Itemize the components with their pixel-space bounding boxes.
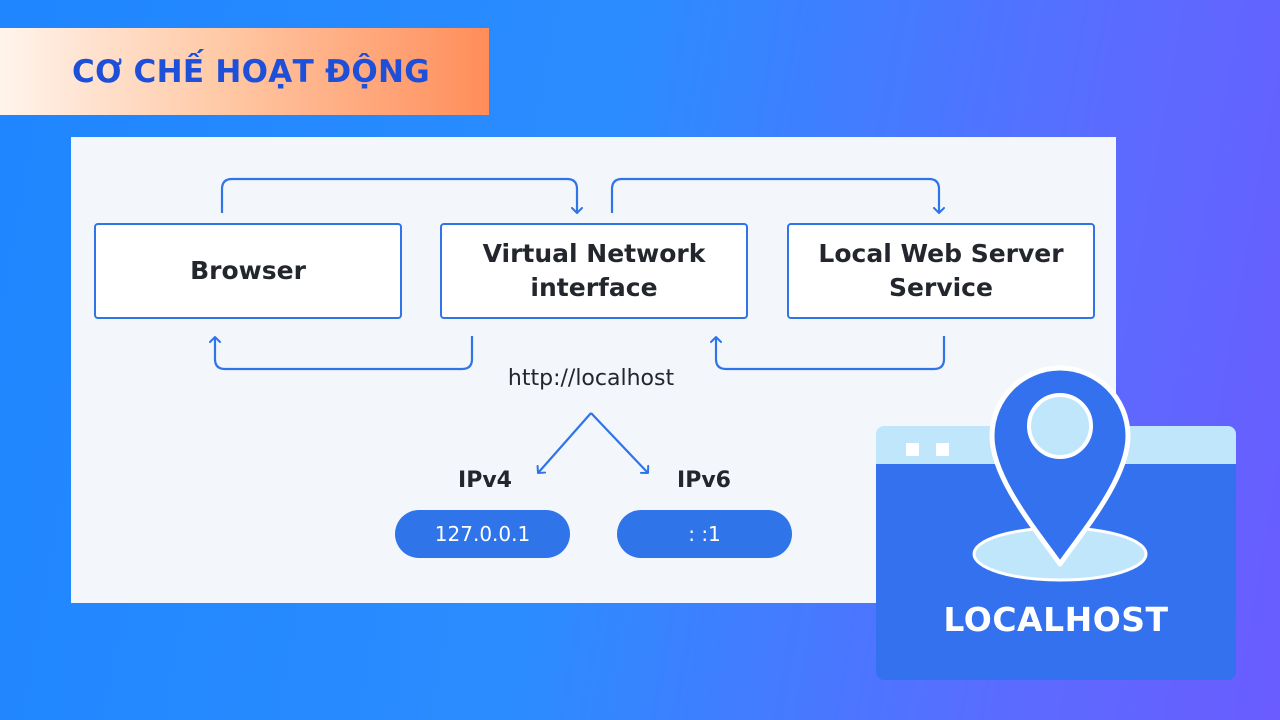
virtual-network-node: Virtual Network interface bbox=[440, 223, 748, 319]
browser-label: Browser bbox=[190, 256, 306, 285]
arrow-vni-to-browser bbox=[209, 336, 474, 371]
ipv6-label: IPv6 bbox=[677, 468, 731, 493]
page-title: CƠ CHẾ HOẠT ĐỘNG bbox=[72, 53, 431, 90]
virtual-network-label-line2: interface bbox=[530, 273, 658, 302]
browser-window-icon bbox=[876, 365, 1236, 680]
localhost-url: http://localhost bbox=[507, 366, 675, 391]
title-banner: CƠ CHẾ HOẠT ĐỘNG bbox=[0, 28, 489, 115]
ipv4-address-pill: 127.0.0.1 bbox=[395, 510, 570, 558]
location-pin-icon bbox=[989, 365, 1131, 567]
local-server-label-line1: Local Web Server bbox=[818, 239, 1064, 268]
arrow-to-ipv4 bbox=[536, 412, 592, 474]
local-server-node: Local Web Server Service bbox=[787, 223, 1095, 319]
diagram-panel: Browser Virtual Network interface Local … bbox=[71, 137, 1116, 603]
localhost-logo: LOCALHOST bbox=[860, 360, 1260, 700]
arrow-vni-to-server bbox=[610, 177, 945, 214]
arrow-to-ipv6 bbox=[590, 412, 650, 474]
virtual-network-label-line1: Virtual Network bbox=[482, 239, 706, 268]
connection-arrows bbox=[209, 177, 946, 474]
arrow-browser-to-vni bbox=[220, 177, 583, 214]
local-server-label-line2: Service bbox=[889, 273, 993, 302]
arrow-server-to-vni bbox=[710, 336, 946, 371]
localhost-logo-text: LOCALHOST bbox=[943, 600, 1169, 639]
ipv4-label: IPv4 bbox=[458, 468, 512, 493]
ipv6-address-pill: : :1 bbox=[617, 510, 792, 558]
browser-node: Browser bbox=[94, 223, 402, 319]
